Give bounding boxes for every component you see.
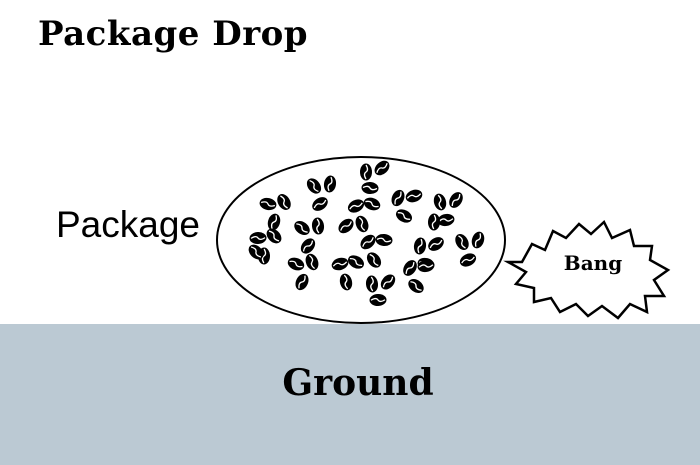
coffee-bean <box>348 255 364 269</box>
coffee-bean <box>300 238 316 254</box>
coffee-bean <box>248 244 264 260</box>
coffee-bean <box>339 273 353 291</box>
coffee-bean <box>306 178 322 194</box>
coffee-bean <box>287 257 305 271</box>
coffee-bean <box>338 218 354 234</box>
coffee-bean <box>323 175 337 193</box>
coffee-bean <box>455 234 469 250</box>
coffee-bean <box>360 163 372 181</box>
coffee-bean <box>267 213 281 231</box>
coffee-bean <box>294 221 310 235</box>
ground-label: Ground <box>282 362 434 404</box>
coffee-bean <box>471 231 485 249</box>
coffee-bean <box>277 194 291 210</box>
coffee-bean <box>369 293 387 307</box>
coffee-bean <box>449 192 463 208</box>
coffee-bean <box>413 237 427 255</box>
coffee-bean <box>433 193 447 211</box>
coffee-bean <box>427 213 441 231</box>
page-title: Package Drop <box>38 14 309 54</box>
coffee-bean <box>347 199 365 213</box>
coffee-bean <box>331 257 349 271</box>
package-label: Package <box>56 204 200 245</box>
coffee-bean <box>366 252 382 268</box>
coffee-bean <box>395 209 413 223</box>
coffee-bean <box>380 274 396 290</box>
bang-label: Bang <box>563 251 623 275</box>
coffee-bean <box>437 213 455 227</box>
coffee-bean <box>428 237 444 251</box>
coffee-bean <box>360 234 376 250</box>
coffee-beans <box>248 160 485 307</box>
coffee-bean <box>408 278 424 294</box>
coffee-bean <box>403 260 417 276</box>
ground-area <box>0 324 700 465</box>
coffee-bean <box>266 228 282 244</box>
coffee-bean <box>417 259 435 273</box>
coffee-bean <box>459 253 477 267</box>
coffee-bean <box>391 189 405 207</box>
coffee-bean <box>312 197 328 211</box>
coffee-bean <box>305 253 319 271</box>
coffee-bean <box>363 197 381 211</box>
coffee-bean <box>374 160 390 176</box>
bang-burst <box>503 219 671 320</box>
coffee-bean <box>365 275 379 293</box>
coffee-bean <box>355 215 369 233</box>
package-outline <box>216 156 506 324</box>
coffee-bean <box>375 233 393 247</box>
coffee-bean <box>295 273 309 291</box>
coffee-bean <box>361 181 379 195</box>
coffee-bean <box>249 231 267 245</box>
coffee-bean <box>405 189 423 203</box>
coffee-bean <box>259 197 277 211</box>
coffee-bean <box>311 217 325 235</box>
